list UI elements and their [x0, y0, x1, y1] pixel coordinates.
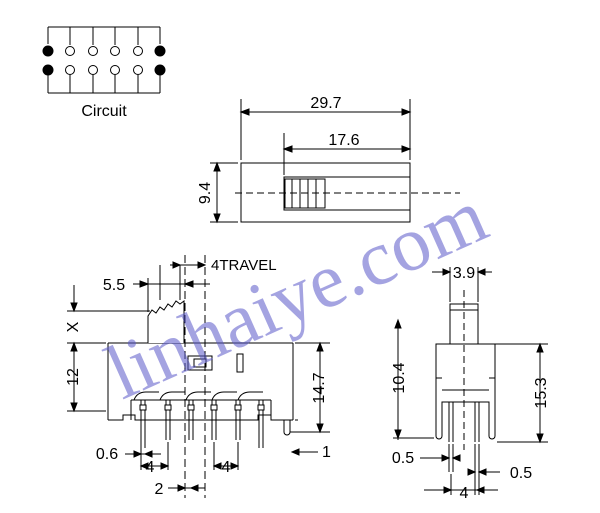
terminal-dot — [133, 46, 143, 56]
terminal-dot — [133, 65, 143, 75]
terminal-dot — [88, 65, 98, 75]
dimension-body-height-side: 10.4 — [391, 362, 408, 393]
dimension-total-height: 14.7 — [311, 372, 328, 403]
terminal-dot — [88, 46, 98, 56]
dimension-pin-pitch: 4 — [460, 485, 469, 502]
dimension-pin-width: 0.6 — [96, 446, 118, 463]
dimension-offset: 5.5 — [103, 277, 125, 294]
common-terminal-dot — [42, 45, 54, 57]
travel-label: 4TRAVEL — [211, 257, 277, 274]
side-view: 3.9 10.4 15.3 0.5 — [391, 265, 550, 502]
dimension-length: 29.7 — [310, 95, 341, 112]
dimension-pin-stub: 1 — [322, 444, 331, 461]
dimension-pin-left: 0.5 — [392, 450, 414, 467]
dimension-actuator-width: 3.9 — [453, 265, 475, 282]
terminal-dot — [65, 65, 75, 75]
dimension-total-height-side: 15.3 — [533, 377, 550, 408]
dimension-body-height: 12 — [65, 368, 82, 386]
dimension-slot-length: 17.6 — [328, 132, 359, 149]
dimension-x: X — [65, 321, 82, 332]
top-view: 29.7 17.6 9.4 — [197, 95, 460, 224]
common-terminal-dot — [154, 64, 166, 76]
circuit-diagram: Circuit — [42, 26, 166, 120]
dimension-pitch-right: 4 — [222, 459, 231, 476]
dimension-center-offset: 2 — [155, 481, 164, 498]
dimension-pin-right: 0.5 — [510, 465, 532, 482]
terminal-dot — [110, 65, 120, 75]
dimension-width: 9.4 — [197, 182, 214, 204]
terminal-dot — [110, 46, 120, 56]
dimension-pitch-left: 4 — [146, 459, 155, 476]
common-terminal-dot — [154, 45, 166, 57]
front-view: 4TRAVEL 5.5 X 12 14.7 1 0.6 — [65, 255, 331, 498]
common-terminal-dot — [42, 64, 54, 76]
terminal-dot — [65, 46, 75, 56]
circuit-label: Circuit — [81, 103, 127, 120]
